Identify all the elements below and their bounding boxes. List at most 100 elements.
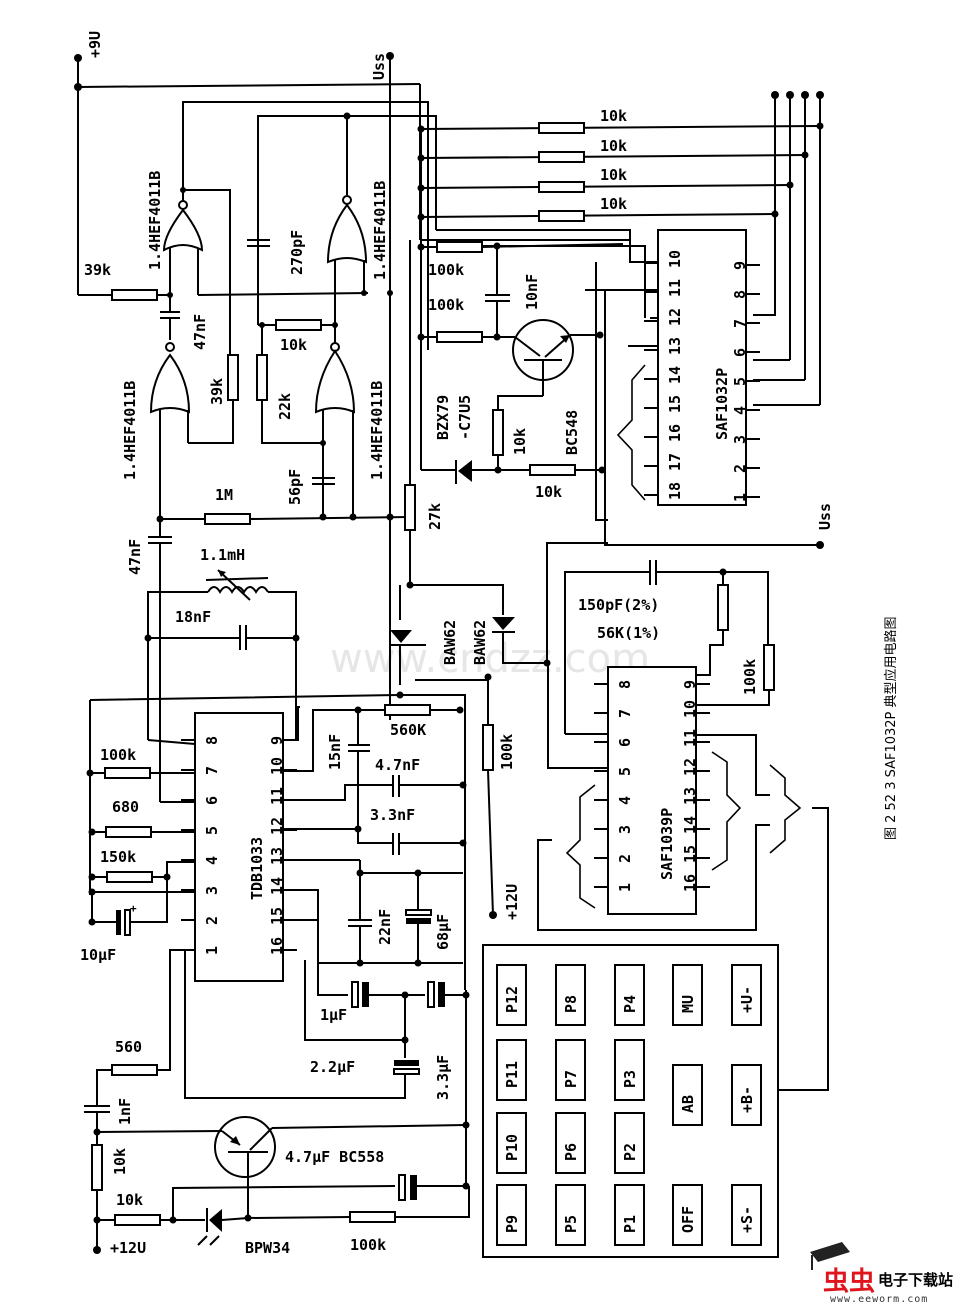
- keypad-key-label: +U-: [738, 986, 756, 1013]
- r-100k-f-label: 100k: [350, 1236, 386, 1254]
- saf1039p-label: SAF1039P: [658, 808, 676, 880]
- ic-pin-number: 11: [681, 729, 699, 747]
- ic-pin-number: 17: [666, 453, 684, 471]
- keypad-key-label: AB: [679, 1095, 697, 1113]
- ic-pin-number: 14: [268, 877, 286, 895]
- r-560-label: 560: [115, 1038, 142, 1056]
- keypad-key[interactable]: [555, 1039, 586, 1101]
- keypad-key-label: +B-: [738, 1086, 756, 1113]
- c-3-3nf-label: 3.3nF: [370, 806, 415, 824]
- keypad-key[interactable]: [614, 1184, 645, 1246]
- ic-pin-number: 3: [731, 435, 749, 444]
- keypad-key[interactable]: [496, 1112, 527, 1174]
- resistor-10k-horiz: [114, 1214, 161, 1226]
- ic-pin-number: 9: [681, 680, 699, 689]
- figure-caption: 图 2 52 3 SAF1032P 典型应用电路图: [883, 616, 899, 840]
- r-10k-2-label: 10k: [600, 137, 627, 155]
- nand-gate-4: 1.4HEF4011B: [314, 325, 386, 517]
- keypad-key[interactable]: [496, 1184, 527, 1246]
- resistor-560: [111, 1064, 158, 1076]
- ic-pin-number: 15: [681, 845, 699, 863]
- ic-pin-number: 6: [616, 738, 634, 747]
- resistor-10k-gate: [275, 319, 322, 331]
- keypad-key[interactable]: [614, 964, 645, 1026]
- zener-label-2: -C7U5: [456, 395, 474, 440]
- r-27k-label: 27k: [426, 503, 444, 530]
- ic-pin-number: 11: [666, 279, 684, 297]
- keypad-key-label: P10: [503, 1134, 521, 1161]
- keypad-key[interactable]: [731, 964, 762, 1026]
- keypad-key-label: +S-: [738, 1206, 756, 1233]
- ic-pin-number: 5: [616, 767, 634, 776]
- r-100k-e-label: 100k: [100, 746, 136, 764]
- keypad-key-label: P12: [503, 986, 521, 1013]
- keypad-key-label: P6: [562, 1143, 580, 1161]
- resistor-150k: [106, 871, 153, 883]
- graduation-cap-icon: [810, 1242, 850, 1262]
- r-10k-b2-label: 10k: [116, 1191, 143, 1209]
- c-1uf-label: 1μF: [320, 1006, 347, 1024]
- ic-pin-number: 5: [731, 377, 749, 386]
- ic-pin-number: 8: [616, 680, 634, 689]
- resistor-bank-10k: 10k 10k 10k 10k: [417, 107, 821, 247]
- ic-pin-number: 15: [666, 395, 684, 413]
- r-100k-a-label: 100k: [428, 261, 464, 279]
- resistor-39k-a: [111, 289, 158, 301]
- keypad-key[interactable]: [672, 964, 703, 1026]
- bpw34-label: BPW34: [245, 1239, 290, 1257]
- bc548-stage: 100k 100k 10nF BZX79 -C7U5 10k BC548 10k: [417, 241, 624, 501]
- r-1m-label: 1M: [215, 486, 233, 504]
- ic-pin-number: 7: [616, 709, 634, 718]
- ic-pin-number: 10: [268, 757, 286, 775]
- keypad-key[interactable]: [731, 1064, 762, 1126]
- keypad-key-label: P1: [621, 1215, 639, 1233]
- bc548-label: BC548: [563, 410, 581, 455]
- keypad-key[interactable]: [672, 1064, 703, 1126]
- r-10k-3-label: 10k: [600, 166, 627, 184]
- gate2-label: 1.4HEF4011B: [121, 381, 139, 480]
- ic-pin-number: 4: [203, 856, 221, 865]
- c-15nf-label: 15nF: [326, 734, 344, 770]
- svg-text:+: +: [130, 902, 137, 915]
- ic-pin-number: 7: [731, 319, 749, 328]
- c-18nf-label: 18nF: [175, 608, 211, 626]
- keypad-key[interactable]: [496, 964, 527, 1026]
- keypad-key-label: P11: [503, 1061, 521, 1088]
- keypad-key[interactable]: [614, 1039, 645, 1101]
- ic-pin-number: 2: [616, 854, 634, 863]
- keypad-key[interactable]: [496, 1039, 527, 1101]
- keypad-key-label: P2: [621, 1143, 639, 1161]
- zener-label-1: BZX79: [434, 395, 452, 440]
- baw62-a-label: BAW62: [441, 620, 459, 665]
- keypad-key[interactable]: [731, 1184, 762, 1246]
- keypad-key-label: P4: [621, 995, 639, 1013]
- keypad-key[interactable]: [555, 1112, 586, 1174]
- ic-pin-number: 2: [731, 464, 749, 473]
- plus12v-mid-label: +12U: [503, 884, 521, 920]
- ic-pin-number: 11: [268, 787, 286, 805]
- logo-cn: 电子下载站: [878, 1271, 953, 1289]
- transistor-bc558: 4.7μF BC558: [96, 1116, 470, 1218]
- r-100k-d-label: 100k: [498, 734, 516, 770]
- rail-plus9v: +9U: [74, 31, 421, 296]
- keypad-key[interactable]: [555, 1184, 586, 1246]
- r-680-label: 680: [112, 798, 139, 816]
- keypad-key[interactable]: [614, 1112, 645, 1174]
- logo-url: www.eeworm.com: [830, 1294, 928, 1305]
- keypad-key-label: P8: [562, 995, 580, 1013]
- ic-pin-number: 15: [268, 907, 286, 925]
- logo-bug: 虫虫: [823, 1267, 875, 1297]
- photodiode-bpw34: BPW34: [175, 1208, 290, 1257]
- nand-gate-3: 1.4HEF4011B: [326, 116, 389, 325]
- r-10k-emitter-label: 10k: [535, 483, 562, 501]
- plus9v-label: +9U: [86, 31, 104, 58]
- ic-pin-number: 12: [666, 308, 684, 326]
- ic-pin-number: 10: [681, 700, 699, 718]
- ic-pin-number: 3: [616, 825, 634, 834]
- keypad-key[interactable]: [555, 964, 586, 1026]
- ic-pin-number: 9: [731, 261, 749, 270]
- keypad-key[interactable]: [672, 1184, 703, 1246]
- r-22k-label: 22k: [276, 393, 294, 420]
- ic-pin-number: 1: [731, 493, 749, 502]
